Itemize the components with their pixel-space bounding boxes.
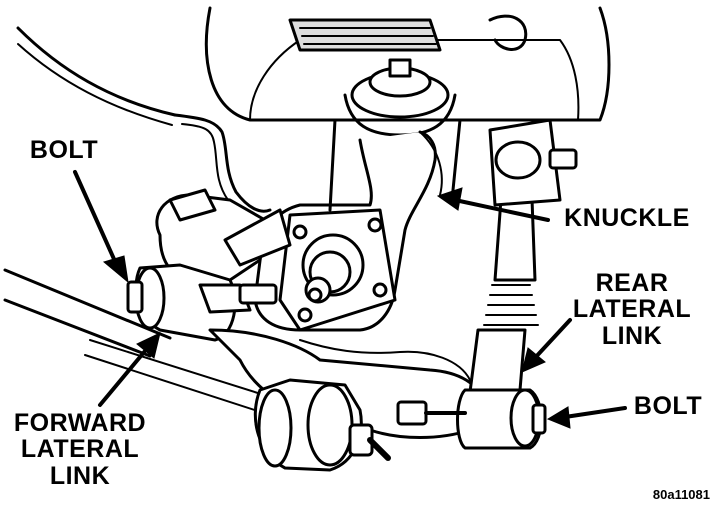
arrow-forward-link	[98, 343, 152, 407]
forward-link-connector	[198, 283, 252, 314]
label-bolt-left: BOLT	[18, 136, 110, 164]
brake-line	[173, 113, 272, 213]
hub-bolt-3	[372, 282, 388, 298]
big-bushing-face	[257, 388, 293, 468]
rear-upper-nut	[548, 148, 578, 170]
label-forward-line-3: LINK	[49, 461, 111, 490]
rear-upper-bushing	[494, 140, 542, 180]
bracket-top-stripes	[299, 27, 437, 45]
small-nut	[238, 283, 278, 305]
label-forward-lateral-link: FORWARD LATERAL LINK	[5, 410, 155, 489]
hub-spindle	[307, 287, 323, 303]
rear-link-threads	[483, 284, 539, 326]
arrow-knuckle	[453, 198, 550, 222]
label-rear-lateral-link: REAR LATERAL LINK	[552, 270, 712, 349]
label-forward-line-2: LATERAL	[20, 435, 140, 464]
forward-link-bar-bottom	[3, 298, 152, 358]
hub-bolt-4	[297, 307, 313, 323]
bushing-bolt-thread	[367, 437, 391, 461]
bolt-head-right	[531, 403, 547, 435]
forward-link-bar-top	[3, 268, 172, 340]
arrow-bolt-right	[563, 406, 627, 419]
caliper-top	[168, 188, 217, 222]
figure-id: 80a11081	[652, 487, 710, 502]
lower-arm-ridge	[299, 339, 471, 381]
arrowhead-bolt-right	[546, 406, 571, 429]
label-bolt-right-text: BOLT	[633, 392, 703, 420]
arrowhead-knuckle	[436, 187, 463, 211]
arrowhead-rear-link	[521, 347, 546, 373]
arrow-rear-link	[531, 318, 572, 362]
leader-arrows	[73, 170, 627, 429]
label-knuckle-text: KNUCKLE	[564, 204, 690, 232]
arrowhead-forward-link	[136, 332, 161, 359]
cable-line-inner	[17, 43, 173, 126]
rear-link-lower	[468, 328, 527, 394]
hub-bolt-1	[292, 224, 308, 240]
lower-rail-1	[89, 339, 281, 401]
knuckle-arm	[419, 131, 443, 196]
label-forward-line-1: FORWARD	[13, 409, 147, 437]
label-bolt-left-text: BOLT	[29, 136, 99, 164]
arrowhead-bolt-left	[102, 255, 129, 284]
label-knuckle: KNUCKLE	[552, 204, 702, 232]
label-rear-line-2: LATERAL	[572, 295, 692, 324]
clip-right	[488, 14, 528, 51]
upper-mount-nut	[388, 58, 412, 78]
bolt-head-left	[126, 280, 144, 314]
lower-rail-2	[84, 354, 271, 416]
label-rear-line-3: LINK	[601, 321, 663, 350]
hub-bolt-2	[367, 217, 383, 233]
rear-nut	[396, 400, 428, 426]
brake-line-2	[181, 123, 229, 201]
arrow-bolt-left	[73, 170, 120, 270]
caliper-plate	[223, 208, 292, 267]
label-bolt-right: BOLT	[628, 392, 708, 420]
big-bushing-face-2	[306, 383, 354, 467]
cable-line	[16, 26, 177, 117]
strut-body	[328, 118, 462, 212]
label-rear-line-1: REAR	[595, 269, 669, 297]
